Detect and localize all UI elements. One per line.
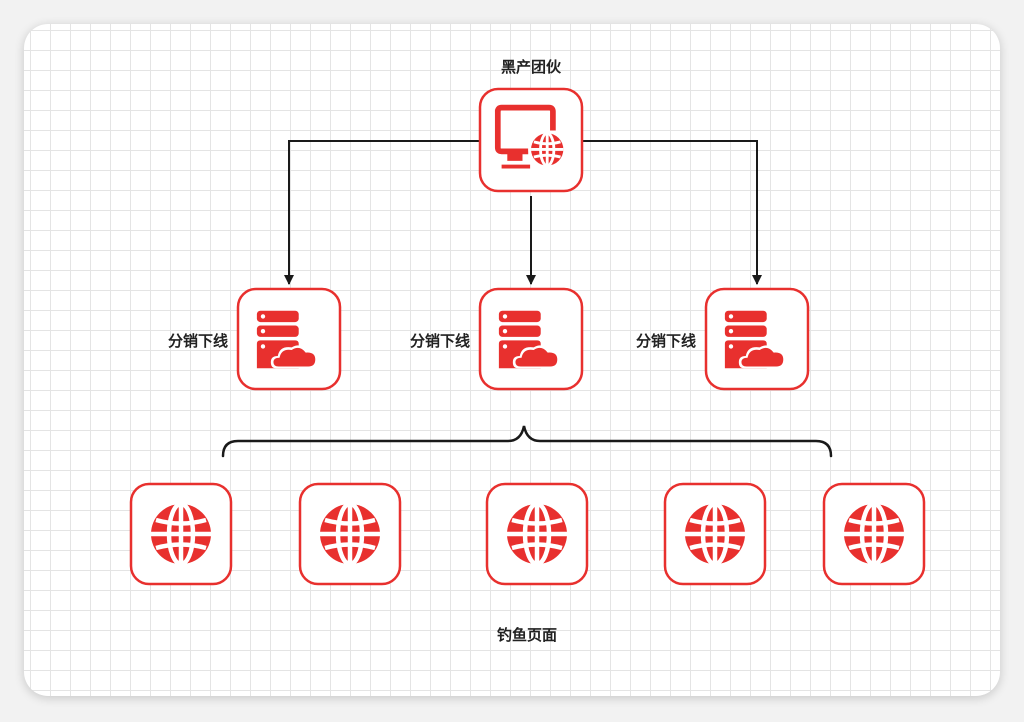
bottom-node-1[interactable] bbox=[129, 482, 233, 586]
middle-node-1-label: 分销下线 bbox=[168, 332, 228, 350]
diagram-canvas: 黑产团伙 分销下线 分销下线 分销下线 钓鱼页面 bbox=[24, 24, 1000, 696]
globe-icon bbox=[320, 504, 380, 564]
globe-icon bbox=[151, 504, 211, 564]
bottom-node-2[interactable] bbox=[298, 482, 402, 586]
globe-icon bbox=[844, 504, 904, 564]
top-node-label: 黑产团伙 bbox=[501, 58, 562, 76]
connector-to-left-node bbox=[284, 140, 480, 285]
bottom-node-4[interactable] bbox=[663, 482, 767, 586]
middle-node-3-label: 分销下线 bbox=[636, 332, 696, 350]
connectors bbox=[284, 140, 762, 285]
middle-node-2-label: 分销下线 bbox=[410, 332, 470, 350]
bottom-node-5[interactable] bbox=[822, 482, 926, 586]
globe-icon bbox=[507, 504, 567, 564]
group-brace bbox=[221, 425, 833, 458]
bottom-node-3[interactable] bbox=[485, 482, 589, 586]
middle-node-2[interactable] bbox=[478, 287, 584, 391]
middle-node-1[interactable] bbox=[236, 287, 342, 391]
connector-to-right-node bbox=[582, 140, 762, 285]
middle-node-3[interactable] bbox=[704, 287, 810, 391]
top-node[interactable] bbox=[478, 87, 584, 193]
bottom-group-label: 钓鱼页面 bbox=[497, 626, 557, 644]
globe-icon bbox=[685, 504, 745, 564]
diagram-svg: 黑产团伙 分销下线 分销下线 分销下线 钓鱼页面 bbox=[129, 58, 926, 644]
